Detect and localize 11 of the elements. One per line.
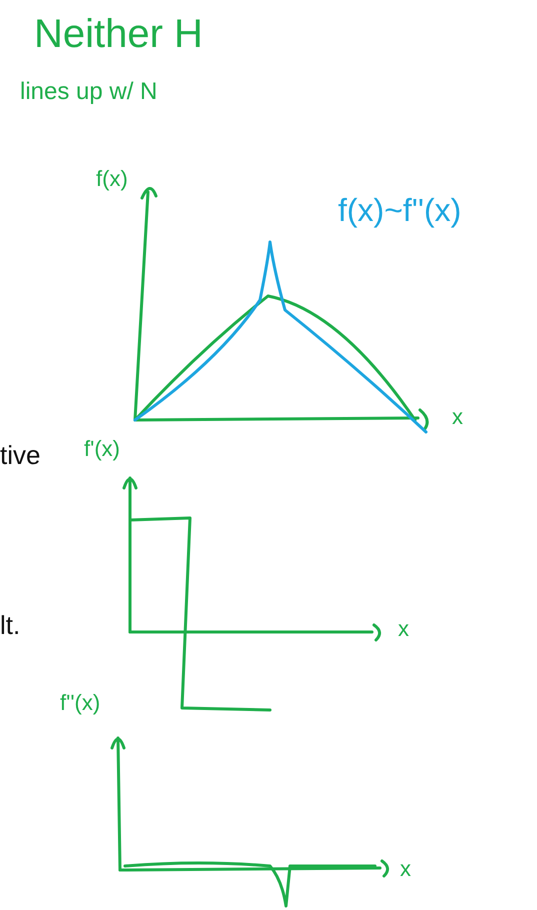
handwritten-label: Neither H	[34, 14, 203, 54]
handwritten-label: x	[400, 858, 411, 880]
handwritten-label: f(x)~f''(x)	[338, 194, 462, 226]
handwritten-label: lines up w/ N	[20, 80, 158, 104]
handwritten-label: tive	[0, 442, 40, 468]
handwritten-label: f''(x)	[60, 692, 100, 714]
handwritten-label: f'(x)	[84, 438, 120, 460]
handwritten-label: f(x)	[96, 168, 128, 190]
handwritten-label: lt.	[0, 612, 20, 638]
handwritten-label: x	[452, 406, 463, 428]
handwritten-label: x	[398, 618, 409, 640]
